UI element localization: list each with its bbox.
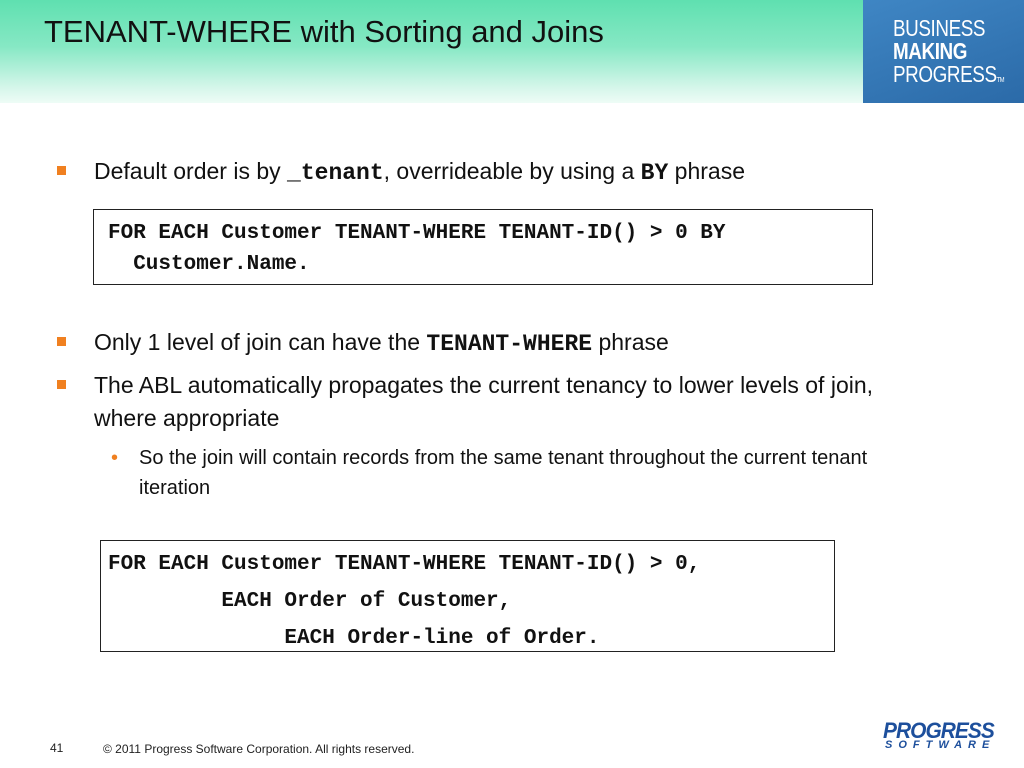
brand-line-2: MAKING bbox=[893, 38, 968, 64]
trademark-mark: TM bbox=[996, 77, 1005, 84]
bullet-text-part: Default order is by bbox=[94, 158, 288, 184]
bullet-text: Default order is by _tenant, overrideabl… bbox=[94, 155, 924, 190]
logo-sub-text: SOFTWARE bbox=[885, 739, 996, 751]
bullet-text-part: phrase bbox=[592, 329, 669, 355]
bullet-text-part: Only 1 level of join can have the bbox=[94, 329, 427, 355]
logo-main-text: PROGRESS bbox=[883, 718, 995, 743]
code-line: EACH Order of Customer, bbox=[108, 590, 512, 613]
code-keyword: _tenant bbox=[287, 160, 384, 186]
slide-header: TENANT-WHERE with Sorting and Joins BUSI… bbox=[0, 0, 1024, 103]
code-line: FOR EACH Customer TENANT-WHERE TENANT-ID… bbox=[108, 222, 726, 245]
sub-bullet-text: So the join will contain records from th… bbox=[139, 447, 868, 499]
brand-line-3-text: PROGRESS bbox=[893, 61, 997, 87]
square-bullet-icon bbox=[57, 337, 66, 346]
page-number: 41 bbox=[50, 741, 64, 755]
bullet-text-part: phrase bbox=[668, 158, 745, 184]
code-line: Customer.Name. bbox=[108, 253, 310, 276]
bullet-text: The ABL automatically propagates the cur… bbox=[94, 372, 874, 431]
code-block-join: FOR EACH Customer TENANT-WHERE TENANT-ID… bbox=[100, 540, 835, 652]
copyright-notice: © 2011 Progress Software Corporation. Al… bbox=[103, 742, 415, 756]
dot-bullet-icon: • bbox=[111, 447, 119, 469]
bullet-text: Only 1 level of join can have the TENANT… bbox=[94, 326, 924, 361]
code-keyword: TENANT-WHERE bbox=[426, 331, 593, 357]
square-bullet-icon bbox=[57, 380, 66, 389]
brand-line-3: PROGRESSTM bbox=[893, 61, 1005, 92]
slide-title: TENANT-WHERE with Sorting and Joins bbox=[44, 14, 604, 49]
code-keyword: BY bbox=[640, 160, 669, 186]
square-bullet-icon bbox=[57, 166, 66, 175]
code-line: EACH Order-line of Order. bbox=[108, 627, 600, 650]
brand-line-1: BUSINESS bbox=[893, 15, 986, 41]
progress-software-logo: PROGRESS SOFTWARE bbox=[883, 718, 995, 758]
brand-logo-box: BUSINESS MAKING PROGRESSTM bbox=[863, 0, 1024, 103]
code-block-sort: FOR EACH Customer TENANT-WHERE TENANT-ID… bbox=[93, 209, 873, 285]
code-line: FOR EACH Customer TENANT-WHERE TENANT-ID… bbox=[108, 553, 701, 576]
bullet-text-part: , overrideable by using a bbox=[383, 158, 641, 184]
